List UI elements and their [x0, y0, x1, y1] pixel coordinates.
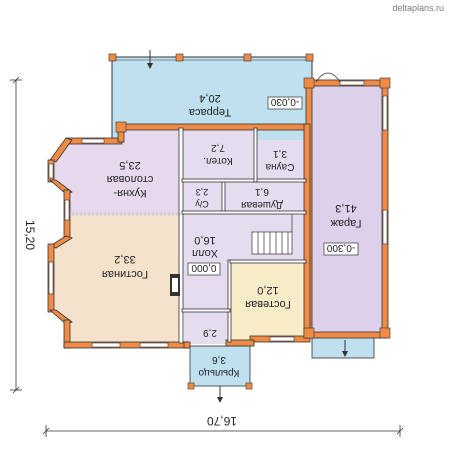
guest-room-area — [230, 262, 308, 340]
kitchen-name: Кухня- — [113, 187, 146, 199]
terrace-level-box — [267, 96, 303, 110]
sauna-area-value: 3,1 — [273, 148, 287, 159]
kitchen-area-value: 23,5 — [119, 159, 140, 171]
porch-post — [245, 382, 253, 390]
porch-post — [187, 382, 195, 390]
terrace-post — [175, 53, 184, 62]
boiler-room-area — [182, 128, 254, 180]
wc-area — [182, 182, 222, 212]
height-dimension: 15,20 — [23, 220, 37, 250]
shower-area — [224, 182, 308, 212]
garage-entry-arrowhead — [342, 351, 348, 357]
wc-name: С/у — [195, 199, 209, 209]
site-watermark: deltaplans.ru — [392, 3, 444, 13]
garage-area-value: 41,3 — [335, 202, 356, 214]
wall-corners — [115, 77, 391, 339]
hall-name: Холл — [192, 247, 218, 259]
kitchen-area — [52, 125, 180, 215]
terrace-level: -0,030 — [270, 96, 299, 107]
kitchen-name-2: столовая — [107, 173, 154, 185]
porch-area — [189, 345, 251, 387]
terrace-entry-arrowhead — [147, 63, 153, 69]
shower-name: Душевая — [241, 199, 283, 210]
guest-area-value: 12,0 — [257, 284, 278, 296]
terrace-post — [243, 53, 252, 62]
living-room-area — [52, 215, 180, 345]
porch-entry-arrowhead — [217, 397, 223, 403]
staircase — [251, 214, 293, 255]
windows — [48, 80, 388, 348]
hall-level-box — [187, 262, 221, 276]
terrace-post — [305, 53, 314, 62]
hall-level: 0,000 — [191, 262, 216, 273]
height-dimension-line — [10, 76, 22, 394]
garage-name: Гараж — [330, 217, 362, 229]
fireplace-hearth — [172, 278, 178, 292]
garage-step — [311, 335, 375, 359]
shower-area-value: 6,1 — [255, 186, 269, 197]
hall-area-value: 16,0 — [194, 234, 215, 246]
width-dimension: 16,70 — [207, 414, 237, 428]
terrace-name: Терраса — [188, 106, 231, 118]
boiler-area-value: 7,2 — [211, 142, 225, 153]
guest-name: Гостевая — [245, 298, 291, 310]
sauna-name: Сауна — [265, 161, 294, 172]
boiler-name: Котел. — [203, 155, 232, 166]
garage-level-box — [323, 242, 359, 256]
terrace-railing — [111, 56, 313, 140]
porch-area-value: 3,6 — [212, 354, 226, 365]
porch-name: Крыльцо — [198, 367, 239, 378]
garage-level: -0,300 — [326, 242, 355, 253]
sauna-area — [256, 140, 308, 182]
interior-walls — [67, 127, 307, 344]
closet-area — [184, 312, 228, 344]
terrace-post — [108, 53, 117, 62]
garage-area — [310, 82, 386, 334]
width-dimension-line — [42, 425, 404, 437]
closet-area-value: 2,9 — [203, 327, 217, 338]
living-area-value: 33,2 — [114, 253, 135, 265]
garage-door-swing — [315, 72, 341, 83]
terrace-area-value: 20,4 — [199, 92, 220, 104]
living-name: Гостиная — [102, 268, 148, 280]
wc-area-value: 2,3 — [196, 187, 209, 197]
